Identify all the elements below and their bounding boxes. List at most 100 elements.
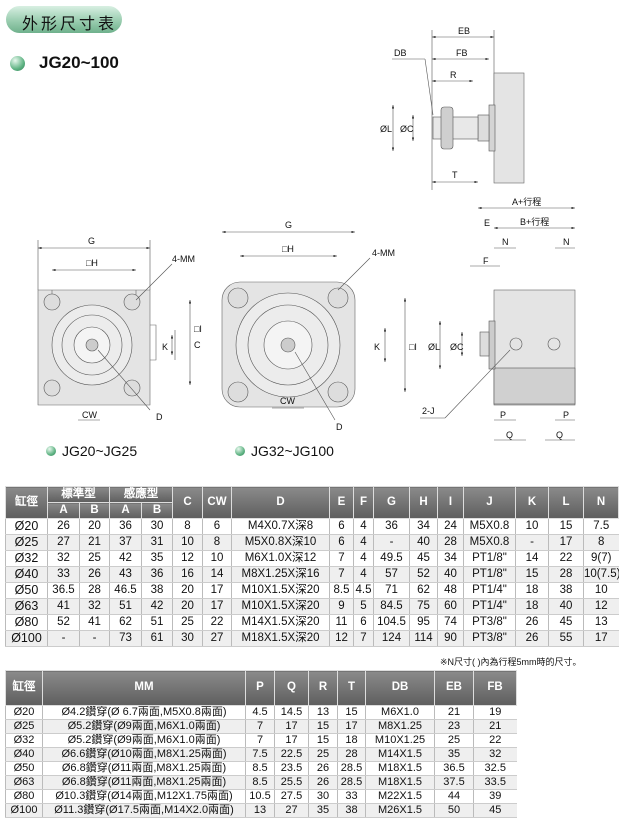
table-cell: 25 (79, 550, 110, 567)
table-cell: 55 (548, 630, 584, 647)
table-cell: 28 (437, 534, 464, 551)
table-cell: Ø6.8鑽穿(Ø11兩面,M8X1.25兩面) (42, 761, 246, 776)
label-db: DB (394, 48, 407, 58)
table-cell: 4 (353, 550, 374, 567)
column-header: L (548, 486, 584, 519)
table-cell: 104.5 (373, 614, 410, 631)
label-t: T (452, 170, 458, 180)
table-cell: 90 (437, 630, 464, 647)
table-cell: 42 (141, 598, 173, 615)
caption-large-text: JG32~JG100 (251, 443, 334, 459)
label-n-right: N (563, 237, 570, 247)
table-cell: M5X0.8X深10 (231, 534, 330, 551)
table-cell: Ø4.2鑽穿(Ø 6.7兩面,M5X0.8兩面) (42, 705, 246, 720)
table-cell: M5X0.8 (463, 534, 516, 551)
table-cell: 45 (548, 614, 584, 631)
table-cell: 15 (308, 733, 338, 748)
label-e: E (484, 218, 490, 228)
bullet-icon (235, 446, 245, 456)
table-cell: 28.5 (337, 775, 366, 790)
table-cell: 44 (434, 789, 474, 804)
label-p-right: P (563, 410, 569, 420)
table-cell: 49.5 (373, 550, 410, 567)
table-cell: 33 (47, 566, 80, 583)
table-cell: 9 (329, 598, 354, 615)
label-oc-cyl: ØC (450, 342, 464, 352)
bore-cell: Ø32 (5, 550, 48, 567)
table-cell: 7 (245, 733, 275, 748)
table-cell: 12 (172, 550, 203, 567)
table-cell: 6 (202, 518, 232, 535)
table-cell: PT1/8" (463, 566, 516, 583)
table-cell: Ø5.2鑽穿(Ø9兩面,M6X1.0兩面) (42, 719, 246, 734)
table-cell: 36.5 (434, 761, 474, 776)
model-heading: JG20~100 (10, 53, 119, 73)
table-cell: 15 (308, 719, 338, 734)
table-cell: 75 (409, 598, 438, 615)
table-cell: 30 (141, 518, 173, 535)
column-subheader: A (109, 502, 142, 519)
label-g-large: G (285, 220, 292, 230)
column-header: C (172, 486, 203, 519)
table-cell: Ø5.2鑽穿(Ø9兩面,M6X1.0兩面) (42, 733, 246, 748)
table-cell: M5X0.8 (463, 518, 516, 535)
table-cell: 26 (308, 775, 338, 790)
column-header: 標準型 (47, 486, 110, 503)
table-cell: 20 (172, 598, 203, 615)
label-fb: FB (456, 48, 468, 58)
front-view-small (37, 240, 192, 421)
table-cell: 32.5 (473, 761, 517, 776)
column-header: E (329, 486, 354, 519)
table-cell: 8.5 (329, 582, 354, 599)
table-cell: 22.5 (274, 747, 309, 762)
table-cell: 71 (373, 582, 410, 599)
label-cw-small: CW (82, 410, 97, 420)
table-cell: 62 (109, 614, 142, 631)
table-cell: 43 (109, 566, 142, 583)
table-cell: Ø10.3鑽穿(Ø14兩面,M12X1.75兩面) (42, 789, 246, 804)
table-cell: 36 (141, 566, 173, 583)
table-cell: 45 (473, 803, 517, 818)
table-cell: 35 (434, 747, 474, 762)
table-cell: 114 (409, 630, 438, 647)
table-cell: 8 (202, 534, 232, 551)
table-cell: 73 (109, 630, 142, 647)
table-cell: 27 (274, 803, 309, 818)
bore-cell: Ø25 (5, 719, 43, 734)
label-n-left: N (502, 237, 509, 247)
table-cell: M6X1.0X深12 (231, 550, 330, 567)
table-cell: M14X1.5 (365, 747, 435, 762)
table-cell: 40 (437, 566, 464, 583)
table-cell: 6 (329, 534, 354, 551)
table-cell: 9(7) (583, 550, 619, 567)
table-cell: 15 (515, 566, 549, 583)
table-cell: 35 (141, 550, 173, 567)
table-cell: - (47, 630, 80, 647)
bore-cell: Ø32 (5, 733, 43, 748)
table-cell: 10 (172, 534, 203, 551)
table-cell: 25.5 (274, 775, 309, 790)
table-cell: 4.5 (353, 582, 374, 599)
table-cell: 18 (515, 582, 549, 599)
bore-cell: Ø20 (5, 518, 48, 535)
label-l-cyl: ØL (428, 342, 440, 352)
table-cell: 18 (337, 733, 366, 748)
table-cell: 27 (47, 534, 80, 551)
table-note: ※N尺寸( )內為行程5mm時的尺寸。 (440, 657, 582, 667)
table-cell: 27 (202, 630, 232, 647)
column-header: Q (274, 670, 309, 706)
bore-cell: Ø80 (5, 614, 48, 631)
bore-cell: Ø50 (5, 582, 48, 599)
table-cell: 11 (329, 614, 354, 631)
table-cell: 13 (583, 614, 619, 631)
column-header: T (337, 670, 366, 706)
table-cell: 26 (47, 518, 80, 535)
